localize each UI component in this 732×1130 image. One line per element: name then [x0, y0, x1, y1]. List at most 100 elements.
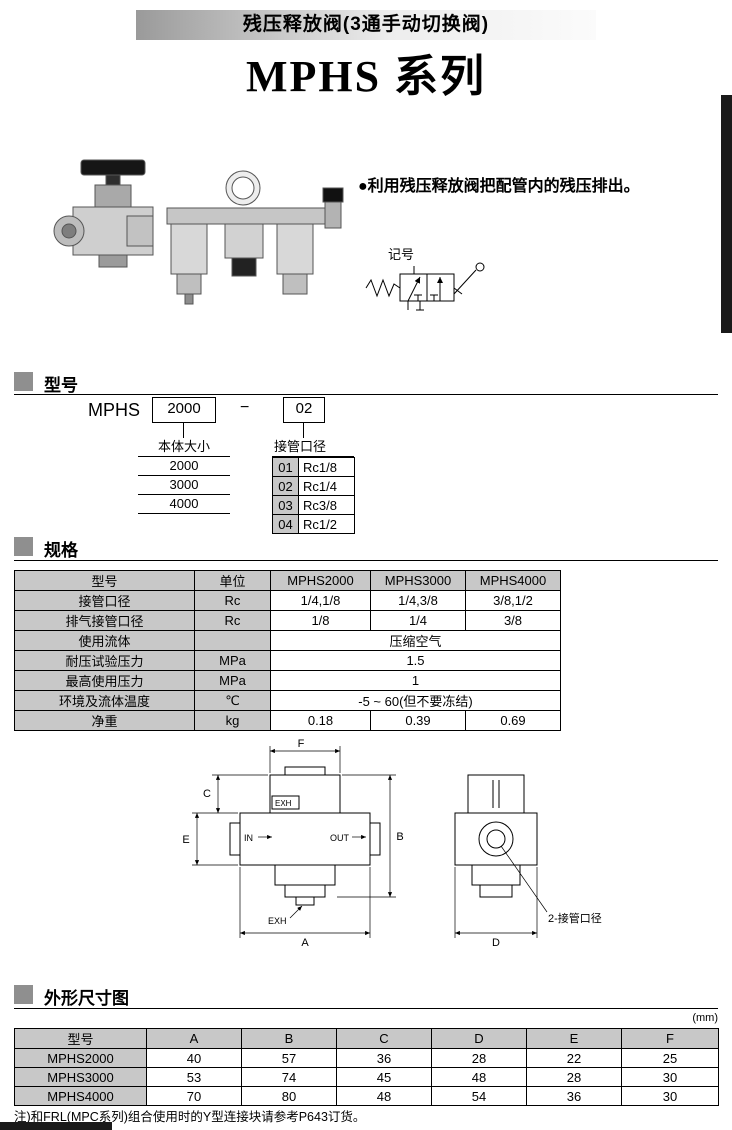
port-size-row: 01 Rc1/8 [272, 457, 355, 477]
spec-table: 型号 单位 MPHS2000 MPHS3000 MPHS4000 接管口径 Rc… [14, 570, 561, 731]
spec-row-label: 环境及流体温度 [14, 690, 195, 711]
spec-row: 使用流体 压缩空气 [14, 630, 561, 651]
spec-row: 最高使用压力 MPa 1 [14, 670, 561, 691]
port-size-value: Rc1/2 [298, 514, 355, 534]
dimension-cell: 28 [431, 1048, 527, 1068]
port-label-exh-bottom: EXH [268, 916, 287, 926]
dimension-cell: 74 [241, 1067, 337, 1087]
port-size-table: 01 Rc1/8 02 Rc1/4 03 Rc3/8 04 Rc1/2 [272, 457, 355, 534]
port-label-in: IN [244, 833, 253, 843]
port-size-code: 04 [272, 514, 299, 534]
dimension-header-cell: E [526, 1028, 622, 1049]
dimension-header-cell: F [621, 1028, 719, 1049]
spec-header-row: 型号 单位 MPHS2000 MPHS3000 MPHS4000 [14, 570, 561, 591]
dimension-cell: 36 [526, 1086, 622, 1106]
dimension-cell: 40 [146, 1048, 242, 1068]
spec-header-cell: MPHS2000 [270, 570, 371, 591]
order-connector-line [303, 422, 304, 438]
dim-label-d: D [492, 937, 500, 949]
dimension-cell: 28 [526, 1067, 622, 1087]
section-title-dimensions: 外形尺寸图 [44, 989, 129, 1008]
spec-row-label: 使用流体 [14, 630, 195, 651]
port-size-value: Rc1/4 [298, 476, 355, 496]
dim-label-a: A [301, 937, 309, 949]
feature-bullet: ●利用残压释放阀把配管内的残压排出。 [358, 178, 640, 195]
dimension-cell: 48 [336, 1086, 432, 1106]
spec-cell: 0.39 [370, 710, 466, 731]
spec-cell: -5 ~ 60(但不要冻结) [270, 690, 561, 711]
spec-cell: 0.69 [465, 710, 561, 731]
section-divider-dimensions [14, 1008, 718, 1009]
section-title-model: 型号 [44, 376, 78, 395]
body-size-label: 本体大小 [138, 438, 230, 457]
dimension-header-row: 型号 A B C D E F [14, 1028, 719, 1049]
spec-header-cell: 型号 [14, 570, 195, 591]
order-connector-line [183, 422, 184, 438]
page-bottom-tab [0, 1122, 112, 1130]
spec-cell: 3/8,1/2 [465, 590, 561, 611]
dimension-row: MPHS2000 40 57 36 28 22 25 [14, 1048, 719, 1068]
spec-cell: 1/8 [270, 610, 371, 631]
spec-cell: 1 [270, 670, 561, 691]
footer-note: 注)和FRL(MPC系列)组合使用时的Y型连接块请参考P643订货。 [14, 1110, 366, 1124]
dim-label-f: F [298, 738, 305, 750]
spec-cell: 压缩空气 [270, 630, 561, 651]
dimension-cell: 53 [146, 1067, 242, 1087]
spec-row-label: 排气接管口径 [14, 610, 195, 631]
port-size-code: 01 [272, 457, 299, 477]
dimension-cell: 22 [526, 1048, 622, 1068]
dim-label-b: B [396, 831, 403, 843]
port-label-exh-top: EXH [275, 799, 292, 808]
dim-label-e: E [182, 834, 189, 846]
spec-row-label: 最高使用压力 [14, 670, 195, 691]
order-code-dash: − [240, 399, 250, 416]
spec-row: 排气接管口径 Rc 1/8 1/4 3/8 [14, 610, 561, 631]
spec-row: 接管口径 Rc 1/4,1/8 1/4,3/8 3/8,1/2 [14, 590, 561, 611]
dimension-cell: 25 [621, 1048, 719, 1068]
spec-row-label: 耐压试验压力 [14, 650, 195, 671]
dimension-header-cell: A [146, 1028, 242, 1049]
spec-row-unit: Rc [194, 610, 271, 631]
port-size-row: 03 Rc3/8 [272, 495, 355, 515]
dimension-cell: 30 [621, 1086, 719, 1106]
spec-row-unit: ℃ [194, 690, 271, 711]
port-size-label: 接管口径 [272, 438, 354, 457]
spec-cell: 3/8 [465, 610, 561, 631]
dimension-model: MPHS4000 [14, 1086, 147, 1106]
section-marker-spec [14, 537, 33, 556]
dim-label-c: C [203, 788, 211, 800]
dimension-cell: 54 [431, 1086, 527, 1106]
dimension-header-cell: D [431, 1028, 527, 1049]
port-label-out: OUT [330, 833, 350, 843]
section-marker-model [14, 372, 33, 391]
unit-note: (mm) [692, 1012, 718, 1024]
dimension-cell: 45 [336, 1067, 432, 1087]
product-photo [53, 159, 344, 305]
body-size-option: 4000 [138, 495, 230, 514]
port-size-value: Rc3/8 [298, 495, 355, 515]
dimension-cell: 48 [431, 1067, 527, 1087]
order-code-body-size: 2000 [152, 397, 216, 423]
dimension-cell: 36 [336, 1048, 432, 1068]
body-size-table: 本体大小 2000 3000 4000 [138, 438, 230, 514]
symbol-label: 记号 [388, 247, 415, 262]
dimension-drawing: F C E B A D IN OUT EXH EXH 2-接管口径 [182, 738, 601, 949]
dimension-table: 型号 A B C D E F MPHS2000 40 57 36 28 22 2… [14, 1028, 719, 1106]
page-title: 残压释放阀(3通手动切换阀) [136, 10, 596, 40]
valve-symbol-diagram [365, 262, 485, 311]
spec-cell: 1.5 [270, 650, 561, 671]
order-code-port-size: 02 [283, 397, 325, 423]
order-code-prefix: MPHS [88, 400, 141, 420]
spec-row-unit: MPa [194, 650, 271, 671]
body-size-option: 2000 [138, 457, 230, 476]
dimension-model: MPHS2000 [14, 1048, 147, 1068]
dimension-cell: 80 [241, 1086, 337, 1106]
spec-row: 环境及流体温度 ℃ -5 ~ 60(但不要冻结) [14, 690, 561, 711]
spec-row-unit: MPa [194, 670, 271, 691]
spec-cell: 1/4 [370, 610, 466, 631]
section-marker-dimensions [14, 985, 33, 1004]
series-title: MPHS 系列 [245, 52, 487, 101]
section-divider-model [14, 394, 718, 395]
spec-row-unit: kg [194, 710, 271, 731]
spec-row-unit: Rc [194, 590, 271, 611]
